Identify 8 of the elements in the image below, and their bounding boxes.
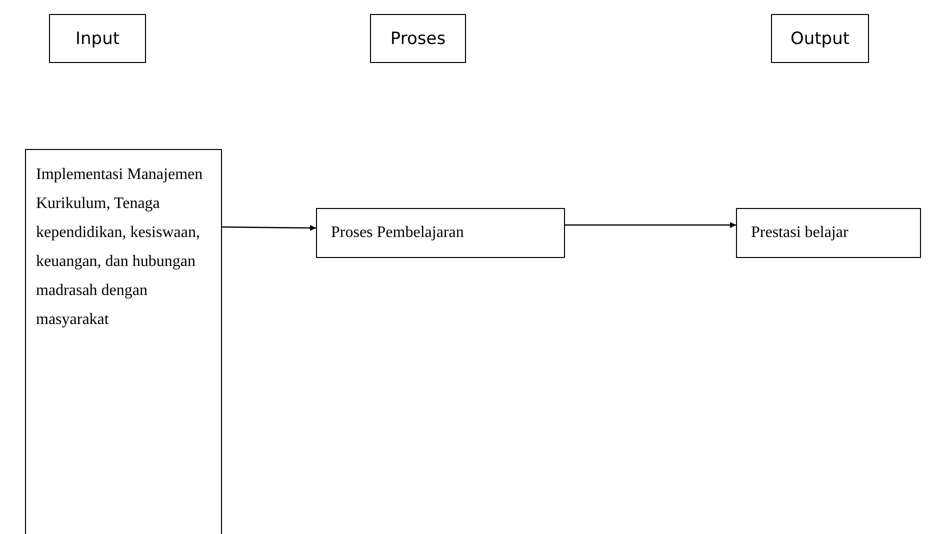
arrow bbox=[222, 224, 316, 231]
stage-header-box: Proses bbox=[370, 14, 466, 63]
process-box: Prestasi belajar bbox=[736, 208, 921, 258]
stage-header-box: Output bbox=[771, 14, 869, 63]
process-box: Proses Pembelajaran bbox=[316, 208, 565, 258]
arrow bbox=[565, 222, 736, 228]
input-box: Implementasi Manajemen Kurikulum, Tenaga kependidikan, kesiswaan, keuangan, dan hubungan madrasah dengan masyarakat bbox=[25, 149, 222, 534]
stage-header-box: Input bbox=[49, 14, 146, 63]
